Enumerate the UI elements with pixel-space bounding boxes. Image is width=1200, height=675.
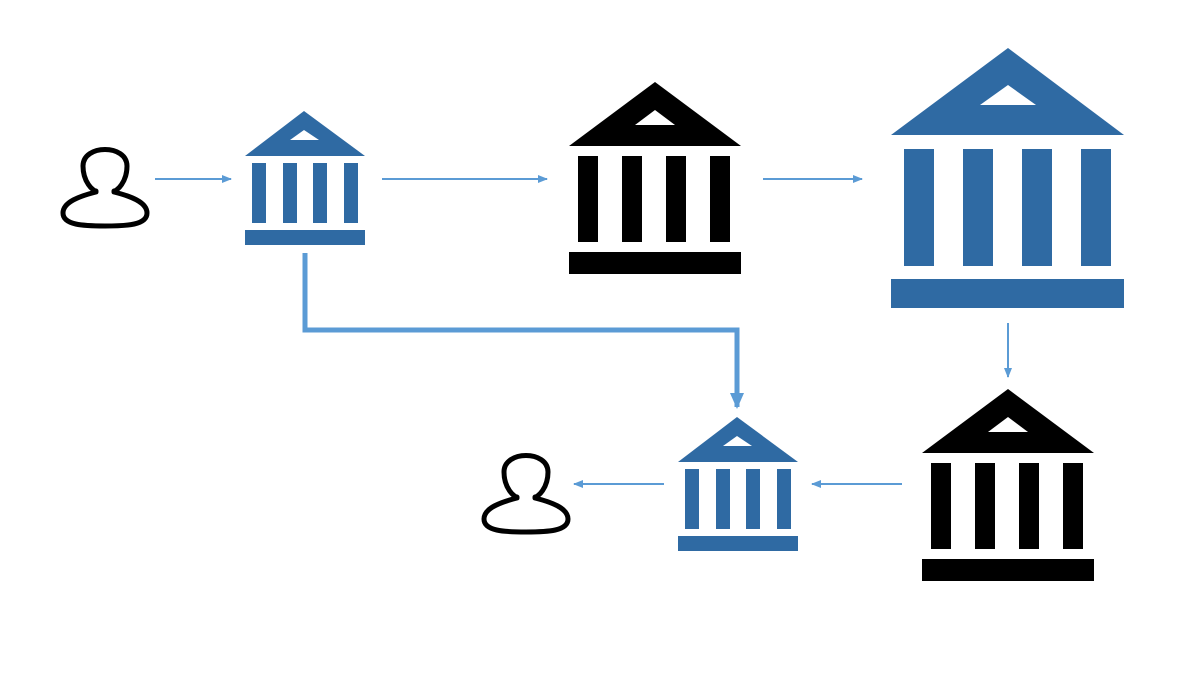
bank-icon bbox=[678, 417, 798, 551]
bank-icon bbox=[569, 82, 741, 274]
bank-icon bbox=[891, 48, 1124, 308]
edge-sender-bank-to-receiver-bank bbox=[302, 253, 744, 409]
person-icon bbox=[60, 147, 150, 229]
edges bbox=[155, 175, 1012, 488]
bank-icon bbox=[245, 111, 365, 245]
person-icon bbox=[481, 453, 571, 535]
bank-icon bbox=[922, 389, 1094, 581]
